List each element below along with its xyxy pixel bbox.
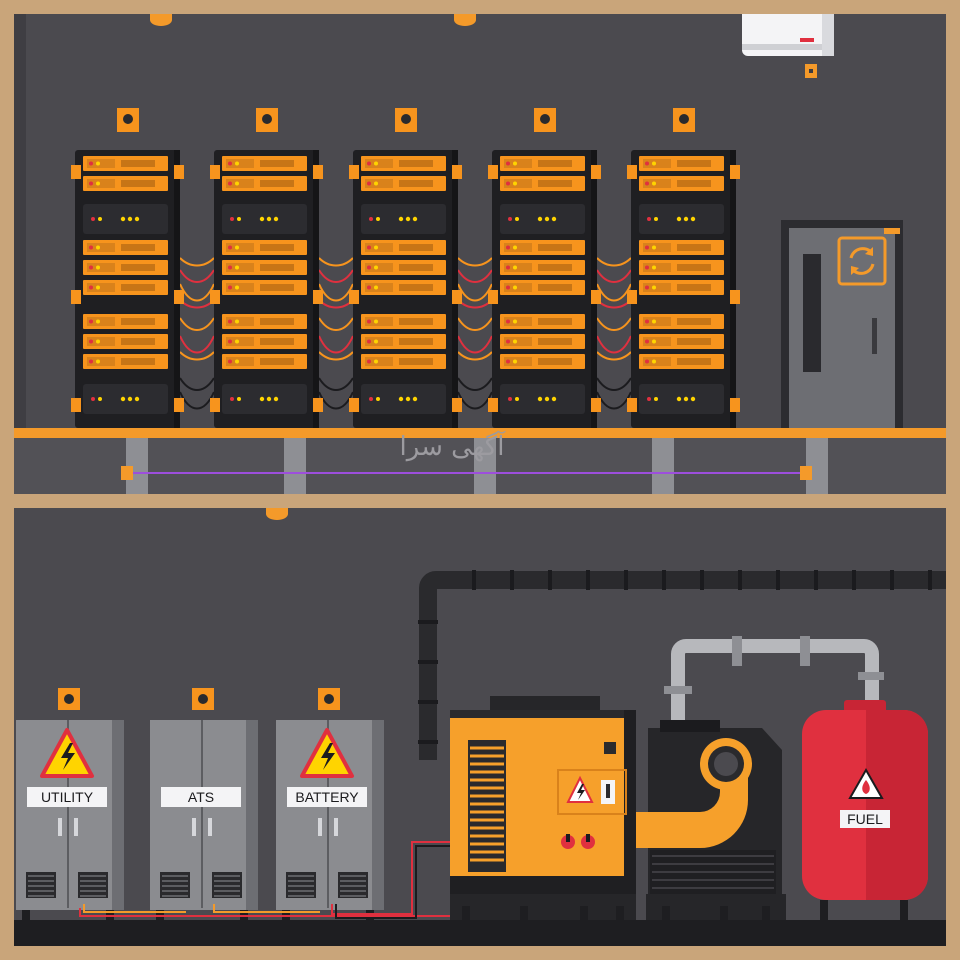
cabinet-label: UTILITY (41, 789, 94, 805)
server-rack (627, 150, 740, 428)
server-unit (361, 260, 446, 275)
server-unit (361, 334, 446, 349)
storage-unit (83, 384, 168, 414)
server-unit (83, 280, 168, 295)
server-rack (349, 150, 462, 428)
server-unit (500, 240, 585, 255)
server-unit (83, 176, 168, 191)
server-unit (639, 240, 724, 255)
server-rack (210, 150, 323, 428)
server-unit (500, 314, 585, 329)
watermark-text: آگهی سرا (400, 430, 507, 462)
server-unit (500, 176, 585, 191)
server-unit (361, 156, 446, 171)
storage-unit (83, 204, 168, 234)
storage-unit (361, 384, 446, 414)
server-unit (639, 156, 724, 171)
fuel-tank: FUEL (802, 700, 928, 920)
server-unit (500, 354, 585, 369)
storage-unit (500, 204, 585, 234)
cabinet-label: BATTERY (295, 789, 359, 805)
ceiling-lamp-icon (150, 14, 172, 26)
high-voltage-warning-icon (566, 775, 594, 803)
cabinet-label: ATS (188, 789, 214, 805)
electrical-cabinets: UTILITY ATS BATTERY (16, 688, 384, 920)
server-unit (500, 334, 585, 349)
storage-unit (361, 204, 446, 234)
floor-sensor-icon (800, 466, 812, 480)
server-unit (222, 240, 307, 255)
server-unit (639, 334, 724, 349)
power-room-panel: UTILITY ATS BATTERY (14, 508, 946, 946)
server-unit (639, 280, 724, 295)
ceiling-lamp-icon (454, 14, 476, 26)
generator-vent (468, 740, 506, 872)
server-unit (83, 314, 168, 329)
engine (636, 720, 786, 920)
server-unit (639, 314, 724, 329)
server-unit (361, 314, 446, 329)
storage-unit (222, 384, 307, 414)
air-conditioner (742, 14, 834, 78)
server-unit (83, 334, 168, 349)
server-unit (83, 354, 168, 369)
storage-unit (500, 384, 585, 414)
server-unit (222, 176, 307, 191)
server-unit (500, 156, 585, 171)
server-unit (83, 156, 168, 171)
high-voltage-warning-icon (300, 728, 354, 778)
server-unit (500, 260, 585, 275)
server-unit (222, 260, 307, 275)
server-rack (488, 150, 601, 428)
server-unit (639, 260, 724, 275)
server-unit (222, 314, 307, 329)
generator-buttons[interactable] (561, 834, 595, 849)
generator (450, 696, 636, 920)
server-unit (222, 334, 307, 349)
refresh-icon (837, 236, 887, 286)
fuel-pipe (664, 636, 884, 720)
cabinet-battery[interactable]: BATTERY (276, 688, 384, 920)
server-unit (500, 280, 585, 295)
server-unit (83, 240, 168, 255)
storage-unit (639, 384, 724, 414)
power-room-floor (14, 920, 946, 946)
server-unit (361, 176, 446, 191)
ceiling-lamp-icon (266, 508, 288, 520)
exhaust-pipe (418, 570, 946, 760)
server-room-panel: آگهی سرا (14, 14, 946, 494)
server-racks (71, 108, 740, 428)
server-unit (361, 240, 446, 255)
storage-unit (639, 204, 724, 234)
floor-sensor-icon (121, 466, 133, 480)
raised-floor-beam (14, 428, 946, 438)
power-cables (79, 841, 452, 919)
server-unit (222, 354, 307, 369)
cabinet-ats[interactable]: ATS (150, 688, 258, 920)
storage-unit (222, 204, 307, 234)
fuel-label: FUEL (847, 811, 883, 827)
server-unit (83, 260, 168, 275)
flame-warning-icon (848, 767, 884, 799)
cabinet-utility[interactable]: UTILITY (16, 688, 124, 920)
server-room-door[interactable] (781, 220, 903, 430)
server-unit (639, 354, 724, 369)
server-unit (639, 176, 724, 191)
server-rack (71, 150, 184, 428)
high-voltage-warning-icon (40, 728, 94, 778)
server-unit (361, 354, 446, 369)
server-unit (222, 156, 307, 171)
server-unit (222, 280, 307, 295)
server-unit (361, 280, 446, 295)
